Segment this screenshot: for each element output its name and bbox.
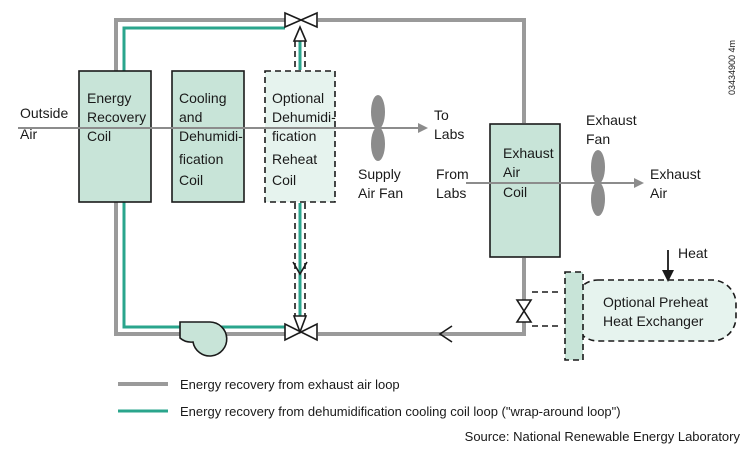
- reheat-coil-label: Optional Dehumidi- fication Reheat Coil: [272, 90, 336, 188]
- valve-right: [515, 299, 533, 323]
- legend-green-label: Energy recovery from dehumidification co…: [180, 404, 621, 419]
- label-line: From: [436, 166, 469, 182]
- label-line: Exhaust: [650, 166, 701, 182]
- cooling-coil: [171, 70, 245, 203]
- coil-label-line: Coil: [87, 128, 111, 144]
- energy-recovery-coil-label: Energy Recovery Coil: [87, 90, 146, 144]
- pump-icon: [179, 321, 228, 357]
- coil-label-line: fication: [272, 128, 316, 144]
- label-line: Labs: [434, 126, 464, 142]
- coil-label-line: Energy: [87, 90, 131, 106]
- label-line: Air: [650, 185, 667, 201]
- label-line: Air Fan: [358, 185, 403, 201]
- label-line: Air: [20, 126, 37, 142]
- to-labs-label: To Labs: [434, 107, 464, 142]
- label-line: Supply: [358, 166, 401, 182]
- exhaust-fan-label: Exhaust Fan: [586, 112, 637, 147]
- valve-bottom: [284, 315, 318, 342]
- exhaust-air-coil-label: Exhaust Air Coil: [503, 145, 554, 200]
- from-labs-label: From Labs: [436, 166, 469, 201]
- legend-gray-label: Energy recovery from exhaust air loop: [180, 377, 400, 392]
- coil-label-line: Dehumidi-: [179, 128, 243, 144]
- coil-label-line: Optional: [272, 90, 324, 106]
- reheat-dashed-lines: [294, 41, 306, 316]
- coil-label-line: Air: [503, 164, 520, 180]
- valve-top: [284, 11, 318, 42]
- coil-label-line: Dehumidi-: [272, 109, 336, 125]
- coil-label-line: and: [179, 109, 202, 125]
- coil-label-line: Recovery: [87, 109, 146, 125]
- exhaust-fan-icon: [591, 150, 605, 216]
- exhaust-air-coil: [489, 123, 561, 258]
- coil-label-line: Coil: [272, 172, 296, 188]
- coil-label-line: Coil: [503, 184, 527, 200]
- label-line: Exhaust: [586, 112, 637, 128]
- coil-label-line: Exhaust: [503, 145, 554, 161]
- heat-label: Heat: [678, 245, 708, 261]
- label-line: To: [434, 107, 449, 123]
- figure-id: 03434900 4m: [727, 40, 737, 95]
- label-line: Optional Preheat: [603, 294, 708, 310]
- label-line: Heat Exchanger: [603, 313, 704, 329]
- coil-label-line: Coil: [179, 172, 203, 188]
- exhaust-air-label: Exhaust Air: [650, 166, 701, 201]
- energy-recovery-coil: [78, 70, 152, 203]
- coil-label-line: Cooling: [179, 90, 226, 106]
- legend: Energy recovery from exhaust air loop En…: [118, 377, 621, 419]
- heat-arrow-icon: [662, 250, 674, 282]
- cooling-coil-label: Cooling and Dehumidi- fication Coil: [179, 90, 243, 188]
- reheat-coil: [264, 70, 336, 203]
- label-line: Fan: [586, 131, 610, 147]
- preheat-heat-exchanger: [532, 271, 737, 361]
- source-credit: Source: National Renewable Energy Labora…: [465, 429, 741, 444]
- outside-air-label: Outside Air: [20, 105, 68, 142]
- preheat-label: Optional Preheat Heat Exchanger: [603, 294, 708, 329]
- supply-air-fan-icon: [371, 95, 385, 161]
- label-line: Labs: [436, 185, 466, 201]
- supply-air-fan-label: Supply Air Fan: [358, 166, 403, 201]
- coil-label-line: Reheat: [272, 151, 317, 167]
- coil-label-line: fication: [179, 151, 223, 167]
- flow-chevron-left: [438, 325, 453, 343]
- label-line: Outside: [20, 105, 68, 121]
- flow-chevron-down: [292, 261, 308, 276]
